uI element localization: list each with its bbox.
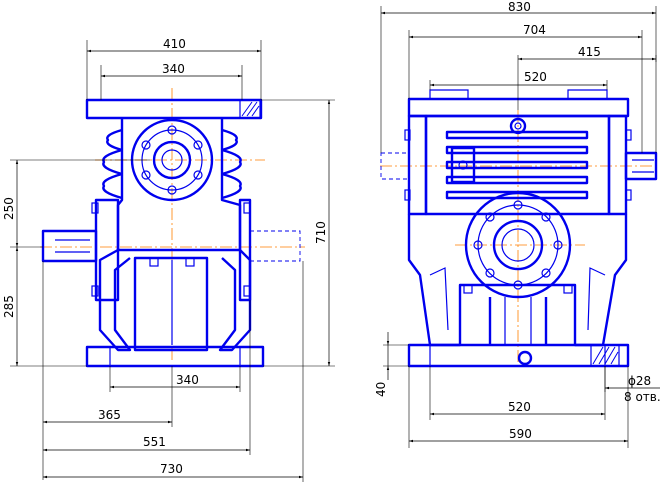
- right-view: [380, 89, 660, 370]
- right-inspection-cover: [450, 146, 476, 184]
- dim-365: 365: [98, 408, 121, 422]
- dim-710: 710: [314, 221, 328, 244]
- right-side-bracket-left: [407, 114, 428, 216]
- dim-415: 415: [578, 45, 601, 59]
- right-side-bolts: [404, 129, 632, 201]
- right-upper-housing: [424, 114, 611, 216]
- right-top-flange: [407, 97, 630, 118]
- left-side-bolts: [91, 202, 251, 297]
- left-upper-housing: [116, 118, 242, 252]
- left-flange-hatch: [241, 101, 260, 117]
- right-wheel-cover-bolt-circle: [477, 204, 559, 286]
- left-lower-leg-left: [98, 248, 132, 352]
- right-output-shaft: [624, 151, 658, 181]
- right-wheel-cover-bolts: [473, 200, 563, 290]
- left-shaft-hidden-outline: [249, 230, 301, 262]
- right-base-hatch: [592, 346, 619, 365]
- right-lower-housing: [407, 214, 628, 347]
- dim-hole-count: 8 отв.: [624, 390, 661, 404]
- dim-590: 590: [509, 427, 532, 441]
- right-wheel-bore: [501, 228, 535, 262]
- left-view: [40, 88, 305, 368]
- dim-704: 704: [523, 23, 546, 37]
- dim-410: 410: [163, 37, 186, 51]
- left-lower-leg-right: [218, 249, 252, 352]
- dim-520-bottom: 520: [508, 400, 531, 414]
- right-dimensions: 830 704 415 520 40 520 590: [374, 0, 661, 448]
- dim-830: 830: [508, 0, 531, 14]
- dim-hole-diameter: ϕ28: [628, 374, 651, 388]
- dim-340-top: 340: [162, 62, 185, 76]
- left-bearing-cover-inner: [152, 140, 192, 180]
- left-lower-housing-window: [133, 256, 209, 352]
- right-wheel-cover-inner: [492, 219, 544, 271]
- right-wheel-cover-outer: [464, 191, 572, 299]
- dim-285: 285: [2, 295, 16, 318]
- left-base-plate: [85, 345, 265, 368]
- right-shaft-hidden-outline: [380, 152, 410, 180]
- right-side-bracket-right: [607, 114, 628, 216]
- left-cooling-fins-left: [102, 128, 123, 200]
- left-cover-bolts: [141, 125, 203, 195]
- left-input-shaft: [41, 229, 98, 263]
- dim-340-bottom: 340: [176, 373, 199, 387]
- dim-250: 250: [2, 197, 16, 220]
- dim-551: 551: [143, 435, 166, 449]
- right-lifting-eye: [509, 117, 527, 135]
- right-cooling-ribs: [445, 130, 589, 200]
- dim-730: 730: [160, 462, 183, 476]
- right-drain-plug: [517, 350, 533, 366]
- right-base-plate: [407, 343, 630, 368]
- left-top-flange-bolt-section: [239, 99, 261, 119]
- left-top-flange: [85, 98, 263, 120]
- left-inner-bolts: [149, 257, 195, 267]
- left-dimensions: 410 340 710 250 285 340 365 551: [2, 37, 335, 482]
- dim-40: 40: [374, 382, 388, 397]
- dim-520-top: 520: [524, 70, 547, 84]
- left-cooling-fins-right: [221, 128, 242, 200]
- left-shaft-bore: [161, 149, 183, 171]
